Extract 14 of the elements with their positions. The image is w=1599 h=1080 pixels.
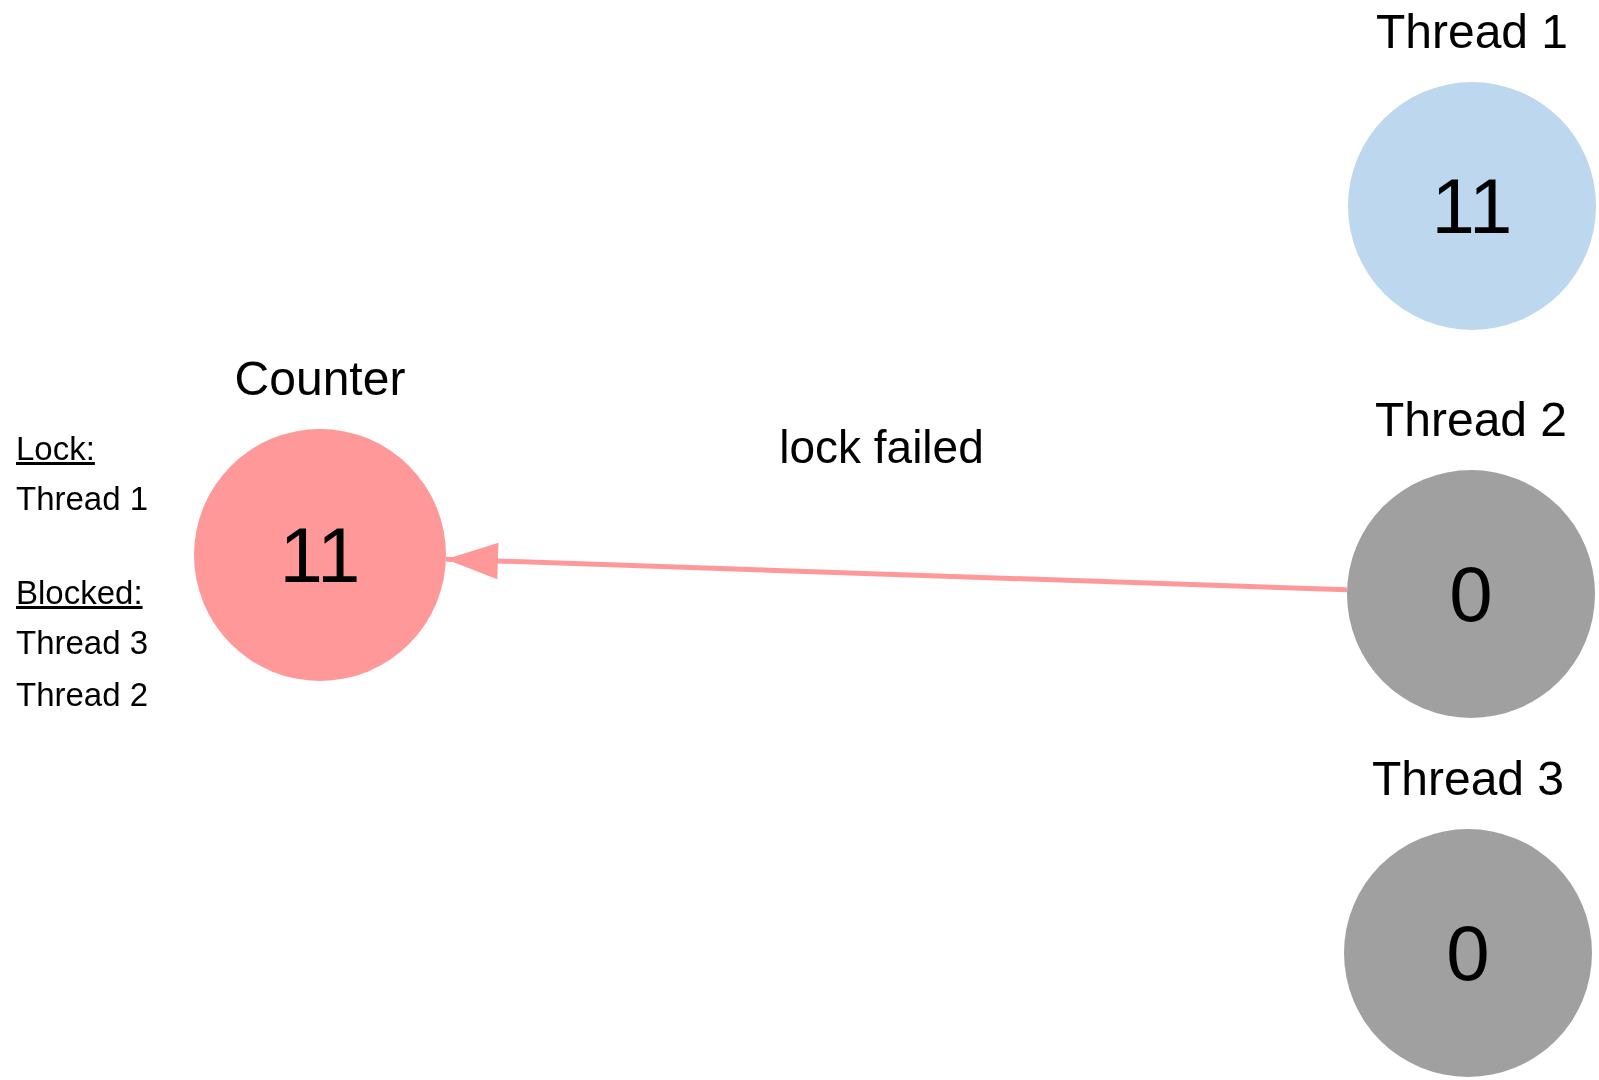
node-title: Thread 3 — [1371, 751, 1565, 807]
node-value: 0 — [1446, 907, 1490, 999]
list-item: Thread 3 — [16, 624, 149, 662]
arrow — [445, 542, 1348, 593]
list-heading: Blocked: — [16, 574, 143, 612]
node-title: Thread 2 — [1374, 392, 1568, 448]
list-item: Thread 2 — [16, 676, 149, 714]
node-value: 11 — [279, 509, 361, 601]
node-title: Thread 1 — [1375, 4, 1569, 60]
node-value: 11 — [1431, 160, 1513, 252]
list-heading: Lock: — [16, 430, 95, 468]
node-value: 0 — [1449, 548, 1493, 640]
node-title: Counter — [234, 351, 406, 407]
list-item: Thread 1 — [16, 480, 149, 518]
